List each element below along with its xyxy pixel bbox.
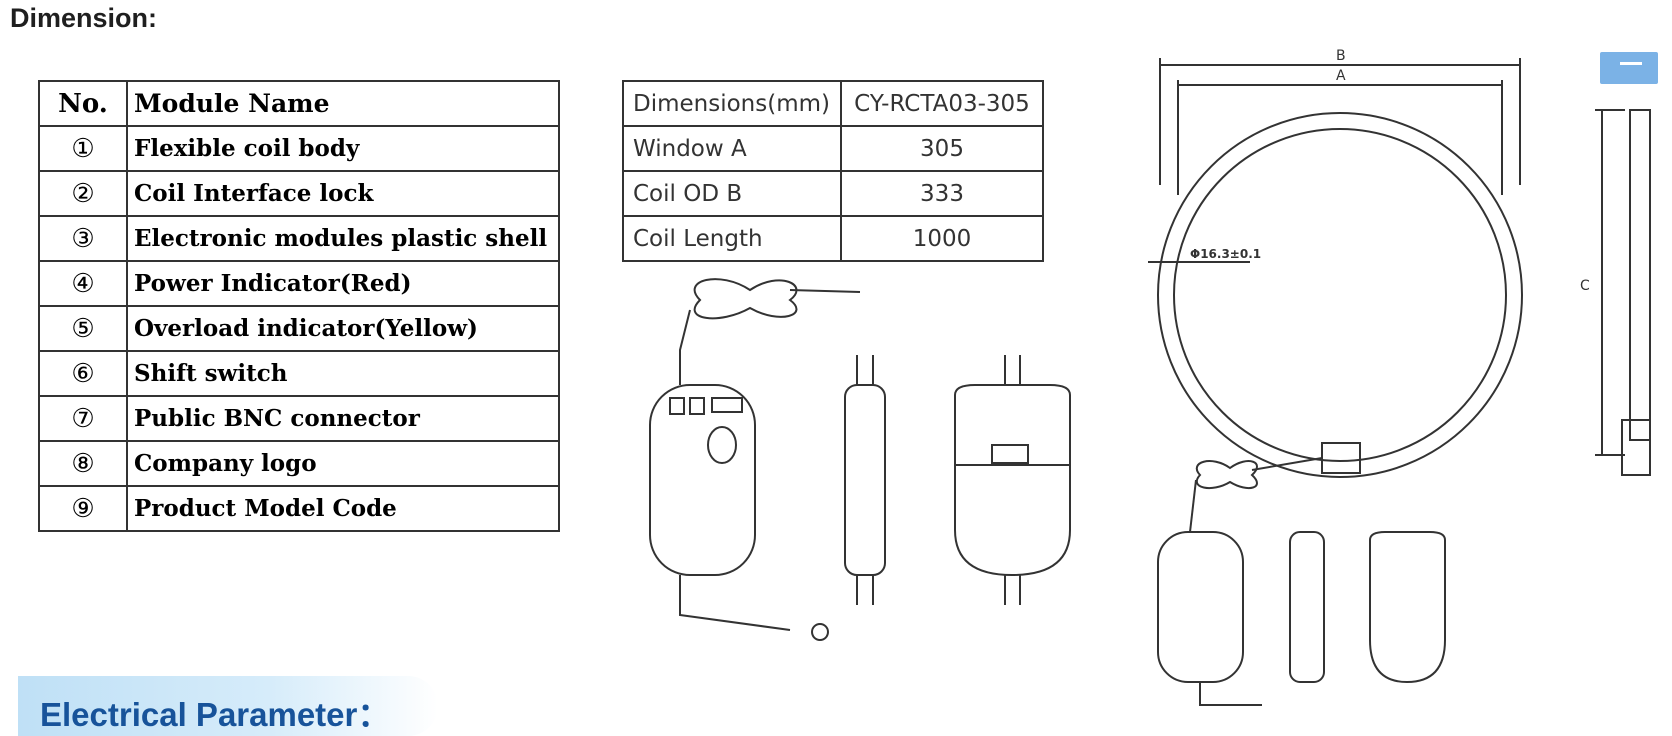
device-front-view xyxy=(649,278,861,641)
menu-icon[interactable] xyxy=(1600,52,1658,84)
module-name: Shift switch xyxy=(126,350,560,397)
module-name: Company logo xyxy=(126,440,560,487)
dimension-label-b: B xyxy=(1336,48,1346,64)
module-name: Coil Interface lock xyxy=(126,170,560,217)
dimension-label-c: C xyxy=(1580,278,1590,294)
dimension-label: Coil Length xyxy=(622,215,842,262)
module-name: Overload indicator(Yellow) xyxy=(126,305,560,352)
device-side-view xyxy=(844,355,886,605)
dimension-value: 333 xyxy=(840,170,1044,217)
dimension-label: Coil OD B xyxy=(622,170,842,217)
diameter-label: Φ16.3±0.1 xyxy=(1190,247,1261,261)
module-name: Product Model Code xyxy=(126,485,560,532)
coil-side-view xyxy=(1595,109,1651,476)
dimension-value: 1000 xyxy=(840,215,1044,262)
row-number: ① xyxy=(38,125,128,172)
row-number: ② xyxy=(38,170,128,217)
module-name: Flexible coil body xyxy=(126,125,560,172)
column-header-no: No. xyxy=(38,80,128,127)
module-name: Public BNC connector xyxy=(126,395,560,442)
dimension-header-label: Dimensions(mm) xyxy=(622,80,842,127)
dimension-label: Window A xyxy=(622,125,842,172)
row-number: ⑤ xyxy=(38,305,128,352)
page-title: Dimension: xyxy=(10,3,158,33)
row-number: ⑨ xyxy=(38,485,128,532)
dimension-header-model: CY-RCTA03-305 xyxy=(840,80,1044,127)
dimension-label-a: A xyxy=(1336,68,1346,84)
device-back-view xyxy=(954,355,1071,605)
coil-drawing xyxy=(1148,58,1523,706)
column-header-module-name: Module Name xyxy=(126,80,560,127)
module-name: Electronic modules plastic shell xyxy=(126,215,560,262)
module-name: Power Indicator(Red) xyxy=(126,260,560,307)
row-number: ③ xyxy=(38,215,128,262)
section-title: Electrical Parameter： xyxy=(40,696,391,733)
section-title-background xyxy=(18,676,438,736)
row-number: ⑦ xyxy=(38,395,128,442)
dimension-value: 305 xyxy=(840,125,1044,172)
row-number: ⑧ xyxy=(38,440,128,487)
table-header-row: Dimensions(mm) CY-RCTA03-305 xyxy=(622,80,1044,127)
row-number: ④ xyxy=(38,260,128,307)
table-header-row: No. Module Name xyxy=(38,80,560,127)
row-number: ⑥ xyxy=(38,350,128,397)
